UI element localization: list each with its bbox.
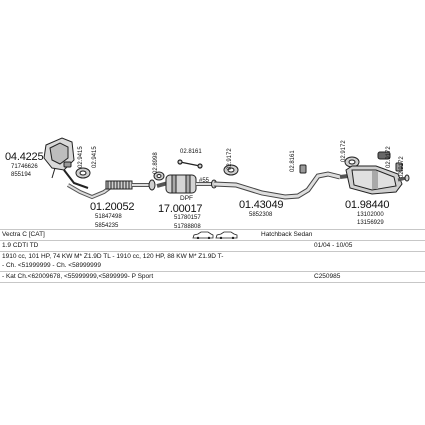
accessory-label: 02.9415 (92, 146, 98, 168)
part-number-01-98440: 01.98440 (345, 199, 390, 211)
notes: - Kat Ch.<62009678, <55999999,<5899999- … (2, 273, 154, 280)
part-ref: 51847498 (95, 214, 122, 220)
exhaust-drawing (43, 137, 410, 200)
part-ref: 71746626 (11, 164, 38, 170)
part-ref: 51780157 (174, 215, 201, 221)
part-ref: 13102000 (357, 212, 384, 218)
accessory-label: 02.9172 (399, 156, 405, 178)
part-ref: 51788808 (174, 224, 201, 230)
car-silhouette-icon (192, 231, 238, 240)
kit-code: C250985 (314, 273, 341, 280)
note-55: #55 (199, 178, 210, 184)
part-ref: 5854235 (95, 223, 119, 229)
rear-silencer-icon (339, 151, 410, 195)
engine-spec: 1910 cc, 101 HP, 74 KW M* Z1.9D TL - 191… (2, 253, 224, 260)
info-row-model: Vectra C [CAT] Hatchback Sedan (0, 229, 425, 240)
divider (0, 229, 425, 230)
accessory-label: 02.9172 (341, 140, 347, 162)
part-ref: 855194 (11, 172, 32, 178)
info-row-chassis: - Ch. <51999999 - Ch. <58999999 (0, 260, 425, 271)
body-type: Hatchback Sedan (261, 231, 313, 238)
catalytic-converter-icon (43, 137, 89, 189)
divider (0, 240, 425, 241)
center-pipe-icon (213, 171, 341, 200)
info-row-notes: - Kat Ch.<62009678, <55999999,<5899999- … (0, 271, 425, 282)
divider (0, 282, 425, 283)
part-number-01-20052: 01.20052 (90, 201, 135, 213)
part-number-04-4225: 04.4225 (5, 151, 44, 163)
accessory-label: 02.8161 (180, 149, 202, 155)
info-row-engine: 1.9 CDTI TD 01/04 - 10/05 (0, 240, 425, 251)
exhaust-diagram: 04.4225 71746626 855194 02.9415 02.9415 … (5, 137, 410, 230)
divider (0, 271, 425, 272)
engine: 1.9 CDTI TD (2, 242, 39, 249)
dpf-tag: DPF (180, 195, 193, 202)
accessory-label: 02.8161 (290, 150, 296, 172)
chassis-range: - Ch. <51999999 - Ch. <58999999 (2, 262, 102, 269)
accessory-label: 02.9172 (227, 148, 233, 170)
front-pipe-icon (66, 179, 156, 200)
rubber-mount-icon (63, 161, 403, 174)
accessory-label: 02.9172 (386, 146, 392, 168)
part-number-17-00017: 17.00017 (158, 203, 203, 215)
accessory-label: 02.9415 (78, 146, 84, 168)
accessory-label: 02.8998 (153, 152, 159, 174)
gasket-icon (75, 156, 360, 181)
hanger-rod-icon (177, 159, 203, 169)
part-ref: 5852308 (249, 212, 273, 218)
model-name: Vectra C [CAT] (2, 231, 45, 238)
divider (0, 251, 425, 252)
part-ref: 13156929 (357, 220, 384, 226)
info-row-spec: 1910 cc, 101 HP, 74 KW M* Z1.9D TL - 191… (0, 251, 425, 262)
production-dates: 01/04 - 10/05 (314, 242, 353, 249)
part-number-01-43049: 01.43049 (239, 199, 284, 211)
